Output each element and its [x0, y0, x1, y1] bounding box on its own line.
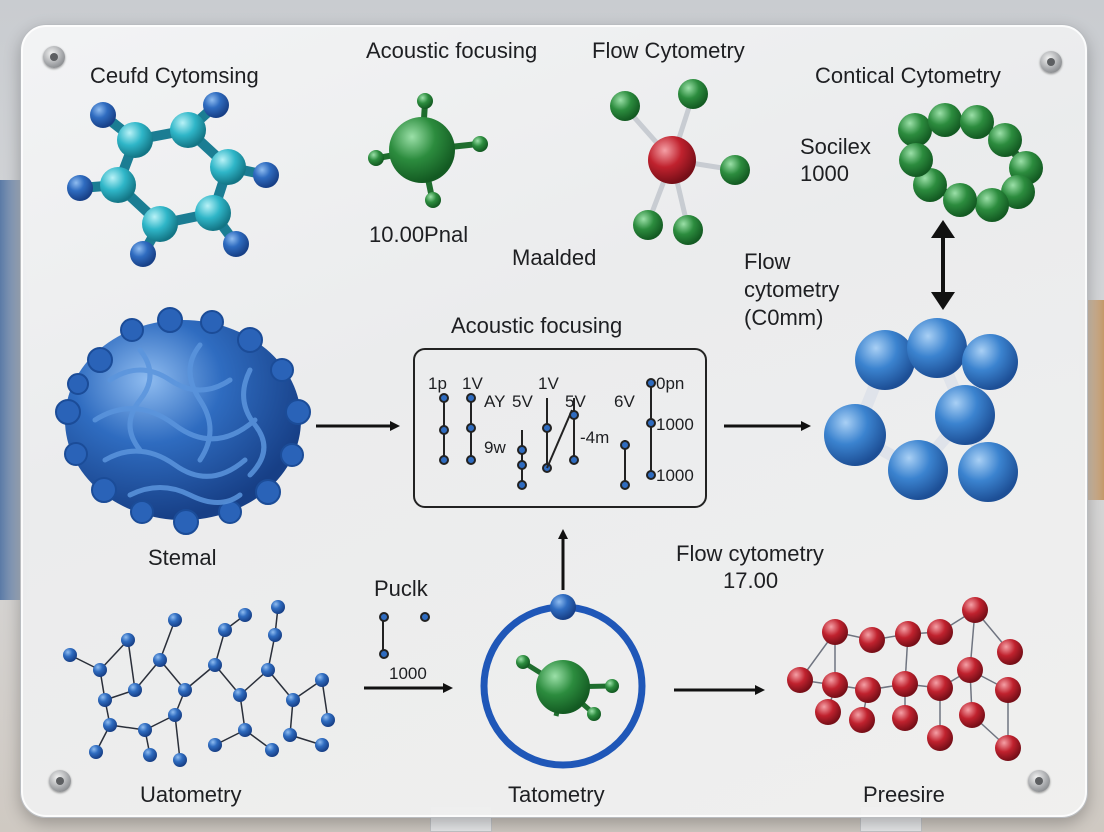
box-label-1000-b: 1000 — [656, 466, 694, 485]
label-socilex: Socilex — [800, 134, 871, 159]
label-flow-line2: cytometry — [744, 277, 840, 302]
box-label-6v: 6V — [614, 392, 635, 411]
blue-ring-with-green-molecule — [480, 594, 646, 769]
label-flow-line1: Flow — [744, 249, 791, 274]
label-flow-cytometry-lower-value: 17.00 — [723, 568, 779, 593]
label-contical-cytometry: Contical Cytometry — [815, 63, 1001, 88]
label-tatometry: Tatometry — [508, 782, 605, 807]
label-value-pnal: 10.00Pnal — [369, 222, 469, 247]
teal-ring-molecule — [67, 92, 279, 267]
label-preesire: Preesire — [863, 782, 945, 807]
label-top-left: Ceufd Cytomsing — [90, 63, 259, 88]
puclk-glyph — [379, 612, 430, 659]
screw-bottom-left — [49, 770, 71, 792]
acoustic-focusing-box — [413, 348, 707, 508]
screw-bottom-right — [1028, 770, 1050, 792]
box-title: Acoustic focusing — [451, 313, 623, 338]
box-bead-lines — [439, 378, 656, 490]
blue-tangle-cluster — [55, 307, 311, 535]
screw-top-right — [1040, 51, 1062, 73]
box-label-5v-b: 5V — [565, 392, 586, 411]
label-flow-line3: (C0mm) — [744, 305, 824, 330]
double-arrow-vertical — [931, 220, 955, 310]
green-sphere-molecule — [368, 93, 488, 208]
label-puclk-value: 1000 — [389, 664, 427, 683]
blue-sphere-cluster — [824, 318, 1018, 502]
red-network-molecule — [787, 597, 1023, 761]
box-label-1v-b: 1V — [538, 374, 559, 393]
red-green-molecule — [610, 79, 750, 245]
box-label-1000-a: 1000 — [656, 415, 694, 434]
label-flow-cytometry-lower: Flow cytometry — [676, 541, 824, 566]
blue-network-molecule — [63, 600, 335, 767]
label-socilex-value: 1000 — [800, 161, 849, 186]
label-uatometry: Uatometry — [140, 782, 242, 807]
box-label-5v-a: 5V — [512, 392, 533, 411]
label-flow-cytometry-top: Flow Cytometry — [592, 38, 745, 63]
label-maalded: Maalded — [512, 245, 597, 270]
label-puclk: Puclk — [374, 576, 428, 601]
box-label-ay: AY — [484, 392, 506, 411]
box-label-4m: -4m — [580, 428, 610, 447]
green-ring-molecule — [898, 103, 1043, 222]
box-label-1p: 1p — [428, 374, 447, 393]
box-label-1v-a: 1V — [462, 374, 483, 393]
screw-top-left — [43, 46, 65, 68]
box-label-0pn: 0pn — [656, 374, 685, 393]
label-acoustic-focusing-top: Acoustic focusing — [366, 38, 538, 63]
box-label-9w: 9w — [484, 438, 506, 457]
label-stemal: Stemal — [148, 545, 217, 570]
